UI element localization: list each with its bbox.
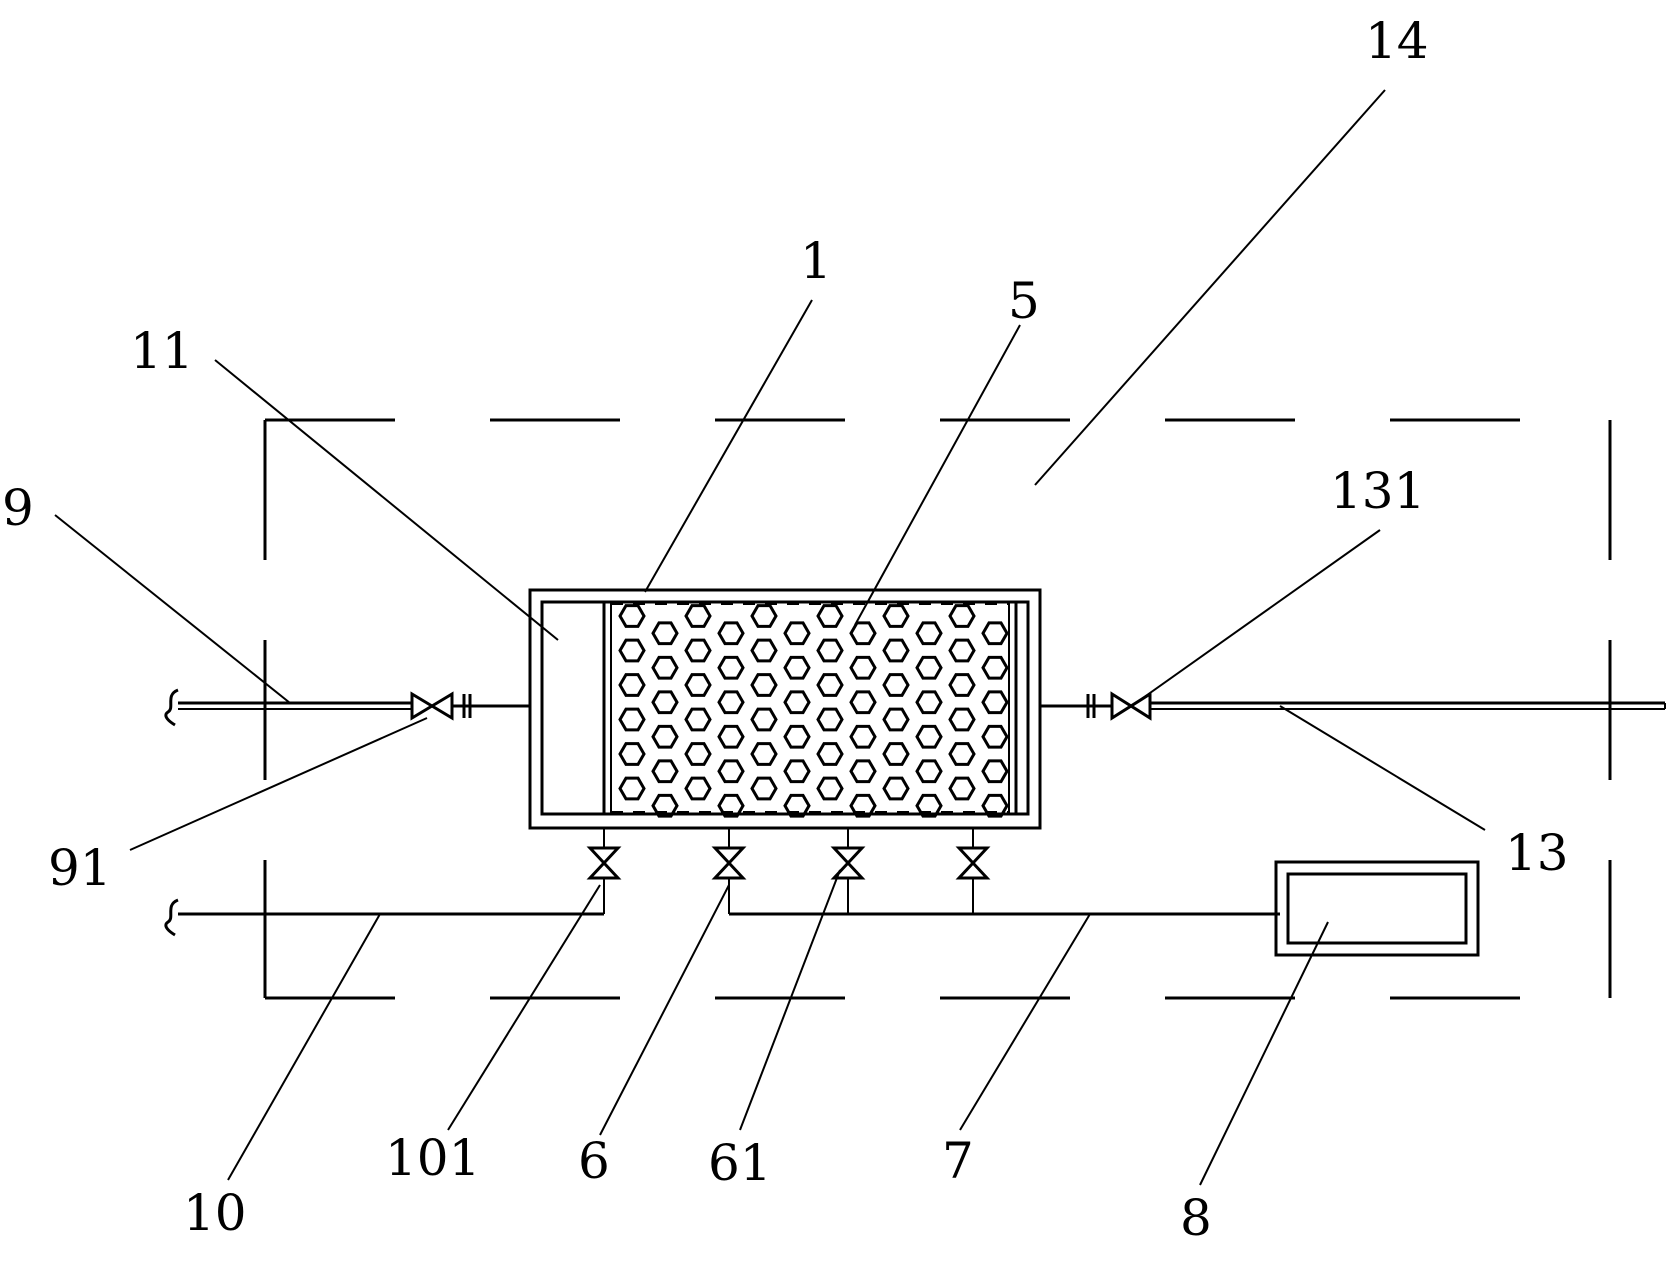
packing-hexagon bbox=[948, 776, 976, 801]
packing-hexagon bbox=[750, 638, 778, 663]
label-131: 131 bbox=[1330, 462, 1425, 520]
packing-hexagon bbox=[849, 621, 877, 646]
inlet-pipe bbox=[164, 688, 530, 727]
label-8: 8 bbox=[1180, 1189, 1212, 1247]
packing-hexagon bbox=[684, 776, 712, 801]
packing-hexagon bbox=[882, 604, 910, 628]
packing-hexagon bbox=[717, 690, 745, 715]
packing-hexagon bbox=[849, 793, 877, 818]
reference-labels: 14 1 5 11 9 131 91 13 101 6 61 7 10 8 bbox=[2, 12, 1569, 1247]
packing-hexagon bbox=[783, 621, 811, 646]
packing-hexagon bbox=[651, 690, 679, 715]
packing-hexagon bbox=[882, 776, 910, 801]
packing-hexagon bbox=[684, 742, 712, 766]
packing-hexagon bbox=[981, 793, 1009, 818]
packing-hexagon bbox=[948, 742, 976, 766]
packing-hexagon bbox=[915, 724, 943, 749]
packing-hexagon bbox=[750, 776, 778, 801]
packing-hexagon bbox=[981, 690, 1009, 715]
drain-pipe bbox=[164, 898, 604, 937]
packing-hexagon bbox=[717, 724, 745, 749]
packing-hexagon bbox=[981, 621, 1009, 646]
packing-hexagon bbox=[684, 638, 712, 663]
label-5: 5 bbox=[1008, 272, 1040, 330]
packing-hexagon bbox=[915, 655, 943, 680]
packing-hexagon bbox=[882, 707, 910, 732]
packing-hexagon bbox=[948, 604, 976, 628]
packing-hexagon bbox=[684, 707, 712, 732]
packing-hexagon bbox=[816, 604, 844, 628]
inlet-valve bbox=[410, 691, 454, 721]
packing-hexagon bbox=[783, 759, 811, 784]
packing-hexagon bbox=[981, 724, 1009, 749]
packing-hexagon bbox=[783, 724, 811, 749]
packing-hexagon bbox=[849, 724, 877, 749]
packing-hexagon bbox=[948, 707, 976, 732]
packing-hexagon bbox=[816, 707, 844, 732]
packing-hexagon bbox=[684, 604, 712, 628]
packing-hexagon bbox=[750, 673, 778, 697]
packing-hexagon bbox=[618, 742, 646, 766]
packing-hexagon bbox=[717, 793, 745, 818]
packing-hexagon bbox=[618, 707, 646, 732]
packing-hexagon bbox=[783, 690, 811, 715]
packing-hexagon bbox=[651, 724, 679, 749]
label-91: 91 bbox=[48, 839, 112, 897]
packing-hexagon bbox=[750, 707, 778, 732]
packing-hexagon bbox=[783, 655, 811, 680]
packing-hexagon bbox=[750, 742, 778, 766]
packing-hexagon bbox=[882, 638, 910, 663]
packing-hexagon bbox=[816, 776, 844, 801]
label-101: 101 bbox=[385, 1129, 480, 1187]
label-6: 6 bbox=[578, 1132, 610, 1190]
packing-hexagon bbox=[684, 673, 712, 697]
packing-hexagon bbox=[651, 621, 679, 646]
packing-hexagon bbox=[816, 673, 844, 697]
packing-hexagon bbox=[816, 638, 844, 663]
packing-hexagon bbox=[783, 793, 811, 818]
packing-hexagon bbox=[717, 655, 745, 680]
packing-hexagon bbox=[849, 759, 877, 784]
label-13: 13 bbox=[1505, 824, 1569, 882]
packing-hexagon bbox=[915, 690, 943, 715]
packing-hexagon bbox=[618, 638, 646, 663]
label-7: 7 bbox=[942, 1132, 974, 1190]
packing-hexagon bbox=[618, 604, 646, 628]
label-10: 10 bbox=[183, 1184, 247, 1242]
packing-hexagon bbox=[717, 621, 745, 646]
packing-hexagon bbox=[981, 655, 1009, 680]
packing-hexagon bbox=[981, 759, 1009, 784]
label-14: 14 bbox=[1365, 12, 1429, 70]
packing-hexagon bbox=[750, 604, 778, 628]
packing-hexagon bbox=[651, 793, 679, 818]
label-9: 9 bbox=[2, 479, 34, 537]
label-61: 61 bbox=[708, 1134, 772, 1192]
label-11: 11 bbox=[130, 322, 194, 380]
bottom-valves bbox=[586, 828, 991, 914]
packing-hexagon bbox=[948, 673, 976, 697]
packing-hexagon bbox=[816, 742, 844, 766]
outlet-pipe bbox=[1040, 694, 1666, 718]
packing-hexagons bbox=[618, 604, 1009, 818]
packing-hexagon bbox=[915, 621, 943, 646]
packing-hexagon bbox=[849, 690, 877, 715]
packing-hexagon bbox=[915, 759, 943, 784]
packing-hexagon bbox=[915, 793, 943, 818]
packing-hexagon bbox=[651, 759, 679, 784]
packing-hexagon bbox=[618, 776, 646, 801]
label-1: 1 bbox=[800, 232, 832, 290]
packing-hexagon bbox=[849, 655, 877, 680]
device-box bbox=[1274, 860, 1480, 957]
packing-hexagon bbox=[618, 673, 646, 697]
packing-hexagon bbox=[651, 655, 679, 680]
leader-lines bbox=[54, 89, 1486, 1186]
packing-hexagon bbox=[717, 759, 745, 784]
packing-hexagon bbox=[882, 742, 910, 766]
vessel bbox=[528, 588, 1042, 830]
packing-hexagon bbox=[882, 673, 910, 697]
packing-hexagon bbox=[948, 638, 976, 663]
